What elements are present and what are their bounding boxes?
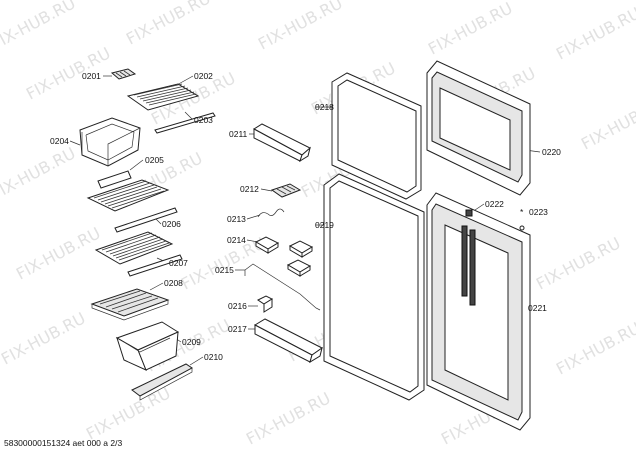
- part-0203-drawing: [154, 112, 216, 134]
- part-label: 0207: [169, 258, 188, 268]
- watermark: FIX-HUB.RU: [553, 3, 636, 63]
- part-label: 0209: [182, 337, 201, 347]
- part-0211-drawing: [253, 123, 311, 163]
- footer-document-code: 58300000151324 aet 000 a 2/3: [4, 438, 122, 448]
- part-label: 0222: [485, 199, 504, 209]
- part-0208-drawing: [90, 288, 170, 321]
- part-label: 0219: [315, 220, 334, 230]
- watermark: FIX-HUB.RU: [0, 0, 79, 54]
- part-label: 0204: [50, 136, 69, 146]
- part-0222-drawing: [465, 209, 473, 217]
- part-label: 0203: [194, 115, 213, 125]
- part-0210-drawing: [131, 363, 193, 401]
- part-0212-drawing: [270, 183, 302, 198]
- part-0223-drawing: [519, 225, 525, 231]
- watermark: FIX-HUB.RU: [578, 93, 636, 153]
- watermark: FIX-HUB.RU: [425, 0, 516, 59]
- part-label: 0220: [542, 147, 561, 157]
- part-0215-drawing: [244, 263, 321, 311]
- watermark: FIX-HUB.RU: [83, 383, 174, 443]
- part-label: 0217: [228, 324, 247, 334]
- part-label: 0218: [315, 102, 334, 112]
- part-label: 0221: [528, 303, 547, 313]
- part-labels: 0201 0202 0203 0204 0205 0206 0207 0208 …: [50, 71, 561, 362]
- watermark: FIX-HUB.RU: [13, 223, 104, 283]
- part-0202-drawing: [126, 83, 200, 111]
- part-0204-drawing: [79, 117, 141, 167]
- part-0216-drawing: [257, 295, 274, 313]
- part-label: 0216: [228, 301, 247, 311]
- part-0201-drawing: [110, 68, 137, 80]
- part-label: 0212: [240, 184, 259, 194]
- part-0214-drawing: [254, 236, 314, 277]
- part-0217-drawing: [253, 318, 323, 364]
- watermark: FIX-HUB.RU: [533, 233, 624, 293]
- part-0206-drawing: [86, 179, 178, 233]
- watermark: FIX-HUB.RU: [0, 308, 89, 368]
- part-0221-drawing: [426, 192, 531, 431]
- part-label: 0210: [204, 352, 223, 362]
- watermark: FIX-HUB.RU: [0, 143, 79, 203]
- part-0220-drawing: [426, 60, 531, 196]
- part-0213-drawing: [257, 208, 285, 218]
- watermark: FIX-HUB.RU: [553, 318, 636, 378]
- part-label: 0213: [227, 214, 246, 224]
- part-0219-drawing: [323, 173, 425, 401]
- part-0209-drawing: [115, 321, 180, 371]
- part-label: 0202: [194, 71, 213, 81]
- part-marker: *: [520, 207, 524, 217]
- part-0205-drawing: [97, 170, 132, 189]
- part-0218-drawing: [331, 72, 422, 200]
- part-label: 0211: [229, 129, 248, 139]
- watermark: FIX-HUB.RU: [123, 0, 214, 49]
- part-label: 0223: [529, 207, 548, 217]
- part-label: 0201: [82, 71, 101, 81]
- watermark: FIX-HUB.RU: [243, 388, 334, 448]
- watermark: FIX-HUB.RU: [255, 0, 346, 54]
- part-label: 0205: [145, 155, 164, 165]
- part-label: 0206: [162, 219, 181, 229]
- part-label: 0214: [227, 235, 246, 245]
- watermark: FIX-HUB.RU: [178, 233, 269, 293]
- part-label: 0215: [215, 265, 234, 275]
- part-label: 0208: [164, 278, 183, 288]
- part-0207-drawing: [94, 231, 183, 277]
